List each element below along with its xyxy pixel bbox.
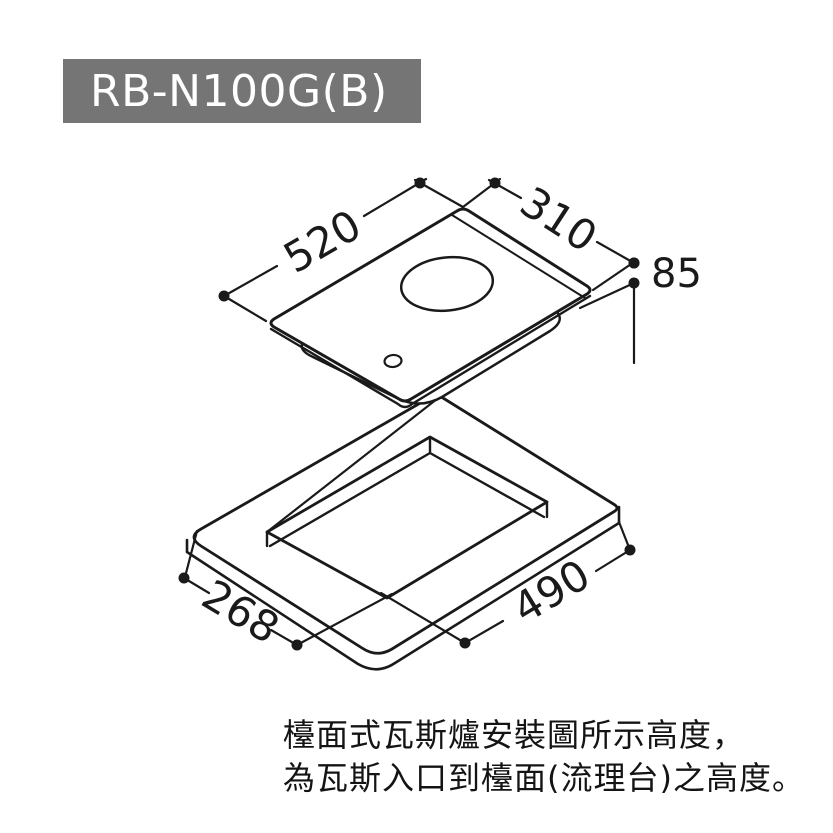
hob-edge-band — [451, 214, 586, 299]
cutout-wall-edges — [265, 435, 549, 548]
dimension-85-dot-bottom — [628, 277, 640, 289]
installation-note-line-2: 為瓦斯入口到檯面(流理台)之高度。 — [283, 759, 805, 797]
dimension-85-dot-top — [628, 257, 640, 269]
installation-note-line-1: 檯面式瓦斯爐安裝圖所示高度， — [283, 716, 746, 754]
burner-hole — [399, 255, 495, 313]
dimension-85-label: 85 — [651, 251, 702, 297]
knob-hole — [383, 353, 403, 369]
hob-glass-thickness — [269, 294, 592, 409]
model-title-bar: RB-N100G(B) — [63, 59, 421, 123]
dimension-268-extension-right — [295, 592, 394, 647]
dimension-310-dot-left — [489, 177, 501, 189]
dimension-520-extension-left — [222, 294, 268, 323]
dimension-85: 85 — [578, 251, 702, 365]
dimension-490-dot-right — [624, 544, 636, 556]
countertop-thickness-edge — [185, 505, 621, 671]
dimension-268-dot-right — [291, 639, 303, 651]
model-number-label: RB-N100G(B) — [90, 65, 388, 117]
dimension-85-extension — [578, 281, 636, 310]
dimension-490-dot-left — [459, 637, 471, 649]
gas-hob — [269, 207, 592, 409]
dimension-268-extension-left — [183, 529, 199, 579]
dimension-490-extension-left — [379, 591, 467, 645]
dimension-520-dot-right — [414, 177, 426, 189]
cutout-opening — [265, 435, 549, 600]
installation-note: 檯面式瓦斯爐安裝圖所示高度， 為瓦斯入口到檯面(流理台)之高度。 — [283, 714, 805, 800]
dimension-520-dot-left — [218, 290, 230, 302]
dimension-268-dot-left — [178, 572, 190, 584]
